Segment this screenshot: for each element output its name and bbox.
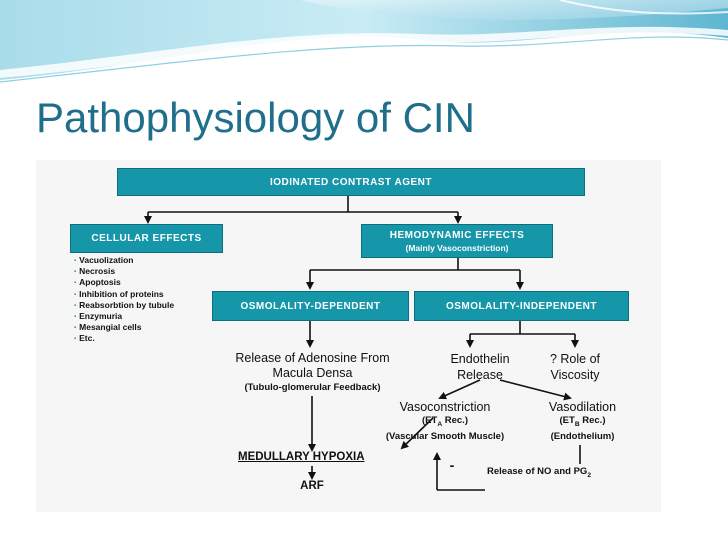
adenosine-line-3: (Tubulo-glomerular Feedback) bbox=[244, 382, 381, 393]
box-label: OSMOLALITY-DEPENDENT bbox=[240, 300, 381, 312]
release-no-label: Release of NO and PG bbox=[487, 466, 588, 477]
medullary-hypoxia-label: MEDULLARY HYPOXIA bbox=[238, 451, 365, 463]
list-item: Mesangial cells bbox=[74, 322, 174, 333]
adenosine-release-text: Release of Adenosine From Macula Densa (… bbox=[210, 351, 415, 394]
header-wave-decoration bbox=[0, 0, 728, 83]
vasoconstriction-receptor: (ETA Rec.) bbox=[360, 415, 530, 431]
receptor-suffix: Rec.) bbox=[579, 415, 606, 426]
endothelin-line-2: Release bbox=[457, 368, 503, 382]
list-item: Apoptosis bbox=[74, 277, 174, 288]
vasodilation-text: Vasodilation (ETB Rec.) (Endothelium) bbox=[535, 400, 630, 443]
release-no-pg-text: Release of NO and PG2 bbox=[487, 466, 617, 479]
iodinated-contrast-agent-box: IODINATED CONTRAST AGENT bbox=[117, 168, 585, 196]
box-sublabel: (Mainly Vasoconstriction) bbox=[405, 242, 509, 253]
box-label: HEMODYNAMIC EFFECTS bbox=[389, 229, 525, 241]
vasodilation-tissue: (Endothelium) bbox=[550, 430, 615, 442]
vasoconstriction-text: Vasoconstriction (ETA Rec.) (Vascular Sm… bbox=[360, 400, 530, 443]
osmolality-dependent-box: OSMOLALITY-DEPENDENT bbox=[212, 291, 409, 321]
vasoconstriction-tissue: (Vascular Smooth Muscle) bbox=[385, 430, 505, 442]
list-item: Etc. bbox=[74, 333, 174, 344]
adenosine-line-1: Release of Adenosine From bbox=[235, 351, 390, 365]
box-label: CELLULAR EFFECTS bbox=[91, 233, 202, 244]
receptor-subscript: B bbox=[574, 420, 580, 428]
inhibition-minus-sign: - bbox=[449, 457, 455, 473]
slide-title: Pathophysiology of CIN bbox=[36, 94, 475, 141]
vasodilation-label: Vasodilation bbox=[548, 400, 617, 414]
receptor-suffix: Rec.) bbox=[442, 415, 468, 426]
release-no-subscript: 2 bbox=[587, 471, 592, 479]
receptor-prefix: (ET bbox=[422, 415, 438, 426]
arf-label: ARF bbox=[300, 480, 324, 492]
viscosity-text: ? Role of Viscosity bbox=[535, 351, 615, 383]
list-item: Necrosis bbox=[74, 266, 174, 277]
box-label: IODINATED CONTRAST AGENT bbox=[270, 176, 432, 188]
viscosity-line-2: Viscosity bbox=[550, 368, 600, 382]
box-label: OSMOLALITY-INDEPENDENT bbox=[445, 300, 597, 312]
list-item: Inhibition of proteins bbox=[74, 289, 174, 300]
list-item: Vacuolization bbox=[74, 255, 174, 266]
receptor-subscript: A bbox=[437, 420, 443, 428]
endothelin-line-1: Endothelin bbox=[450, 352, 510, 366]
hemodynamic-effects-box: HEMODYNAMIC EFFECTS (Mainly Vasoconstric… bbox=[361, 224, 553, 258]
cellular-effects-box: CELLULAR EFFECTS bbox=[70, 224, 223, 253]
viscosity-line-1: ? Role of bbox=[549, 352, 601, 366]
vasodilation-receptor: (ETB Rec.) bbox=[535, 415, 630, 431]
adenosine-line-2: Macula Densa bbox=[272, 366, 353, 380]
receptor-prefix: (ET bbox=[559, 415, 575, 426]
osmolality-independent-box: OSMOLALITY-INDEPENDENT bbox=[414, 291, 629, 321]
list-item: Reabsorbtion by tubule bbox=[74, 300, 174, 311]
cellular-effects-list: Vacuolization Necrosis Apoptosis Inhibit… bbox=[74, 255, 174, 345]
endothelin-release-text: Endothelin Release bbox=[440, 351, 520, 383]
vasoconstriction-label: Vasoconstriction bbox=[399, 400, 491, 414]
list-item: Enzymuria bbox=[74, 311, 174, 322]
